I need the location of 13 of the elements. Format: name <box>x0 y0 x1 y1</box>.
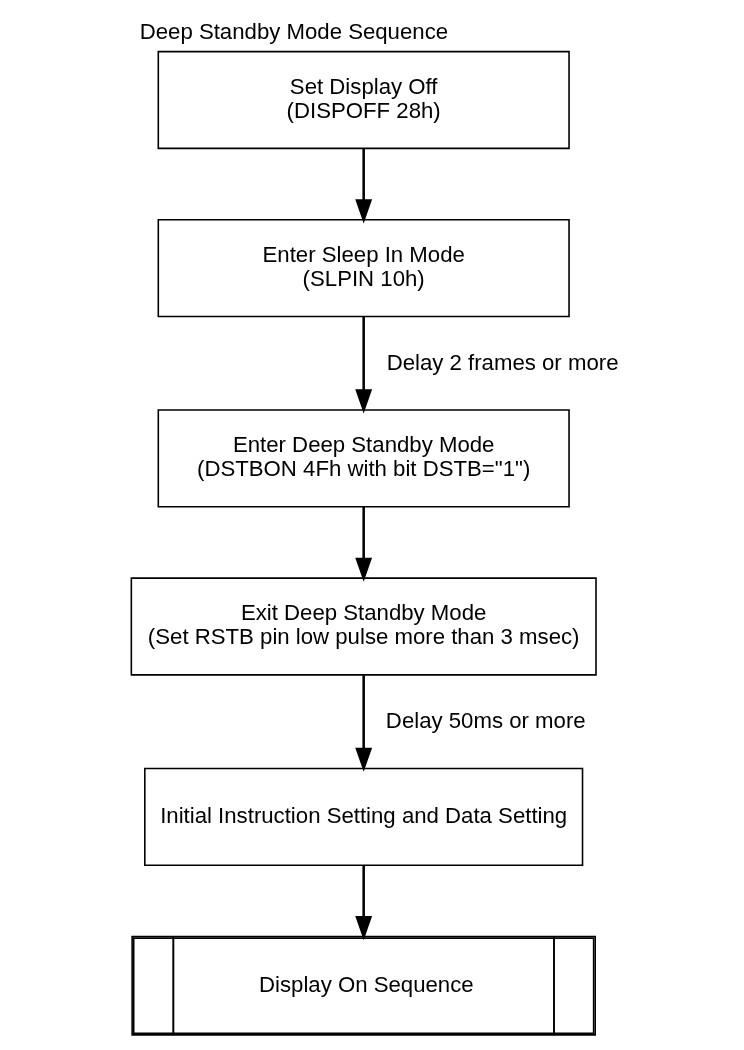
arrow <box>355 148 373 224</box>
arrow <box>355 675 373 772</box>
arrow <box>355 506 373 582</box>
node-box: Initial Instruction Setting and Data Setting <box>144 767 584 866</box>
node-box: Exit Deep Standby Mode (Set RSTB pin low pulse more than 3 msec) <box>130 577 597 676</box>
node-box: Set Display Off (DISPOFF 28h) <box>157 50 570 150</box>
arrow <box>355 316 373 414</box>
arrow <box>355 865 373 941</box>
diagram-title: Deep Standby Mode Sequence <box>139 19 449 45</box>
edge-label: Delay 2 frames or more <box>386 349 619 375</box>
edge-label: Delay 50ms or more <box>385 708 586 734</box>
node-box: Enter Deep Standby Mode (DSTBON 4Fh with bit DSTB="1") <box>157 409 570 508</box>
node-box: Enter Sleep In Mode (SLPIN 10h) <box>157 218 570 318</box>
